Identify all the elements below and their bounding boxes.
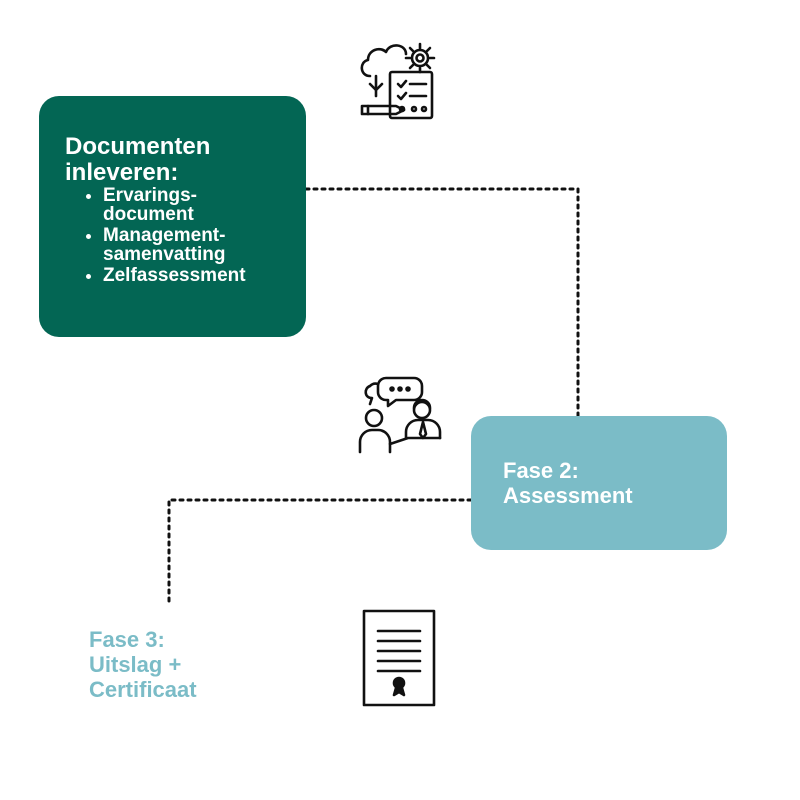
list-item: Ervarings- document (103, 186, 286, 224)
phase1-title: Documenten inleveren: (65, 133, 211, 186)
phase3-line3: Certificaat (89, 677, 197, 702)
phase3-line2: Uitslag + (89, 652, 182, 677)
list-item: Management- samenvatting (103, 226, 286, 264)
phase1-box: Documenten inleveren: Ervarings- documen… (39, 96, 306, 337)
list-item: Zelfassessment (103, 266, 286, 285)
phase3-label: Fase 3: Uitslag + Certificaat (89, 627, 197, 702)
phase2-title-line1: Fase 2: (503, 458, 579, 483)
phase2-title-line2: Assessment (503, 483, 633, 508)
certificate-icon (362, 609, 436, 707)
connector-phase1-to-phase2 (304, 187, 580, 418)
connector-phase2-to-phase3 (167, 498, 473, 606)
conversation-meeting-icon (356, 372, 446, 456)
phase2-box: Fase 2: Assessment (471, 416, 727, 550)
cloud-gear-document-icon (356, 38, 444, 122)
phase3-line1: Fase 3: (89, 627, 165, 652)
phase1-document-list: Ervarings- document Management- samenvat… (65, 186, 286, 285)
